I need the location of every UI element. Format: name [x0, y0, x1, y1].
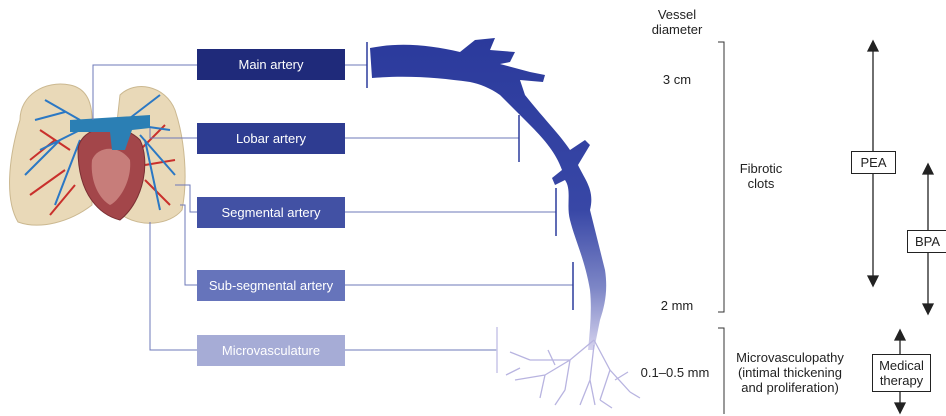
medical-therapy-line2: therapy: [880, 373, 923, 388]
label-subsegmental-artery: Sub-segmental artery: [197, 270, 345, 301]
label-main-artery: Main artery: [197, 49, 345, 80]
fibrotic-clots-label: Fibrotic clots: [730, 161, 792, 191]
medical-therapy-line1: Medical: [879, 358, 924, 373]
label-segmental-artery: Segmental artery: [197, 197, 345, 228]
scale-middle-value: 2 mm: [636, 298, 718, 313]
level-ticks: [367, 42, 573, 373]
bracket-fibrotic: [718, 42, 724, 312]
label-microvasculature: Microvasculature: [197, 335, 345, 366]
bracket-micro: [718, 328, 724, 414]
microvasculopathy-label: Microvasculopathy (intimal thickening an…: [728, 350, 852, 395]
medical-therapy-box: Medical therapy: [872, 354, 931, 392]
connector-micro: [150, 222, 197, 350]
fibrotic-line1: Fibrotic: [730, 161, 792, 176]
fibrotic-line2: clots: [730, 176, 792, 191]
vessel-tree: [370, 38, 640, 408]
scale-title-line1: Vessel: [636, 7, 718, 22]
diameter-brackets: [718, 42, 724, 414]
microvasculopathy-line3: and proliferation): [728, 380, 852, 395]
bpa-box: BPA: [907, 230, 946, 253]
scale-title-line2: diameter: [636, 22, 718, 37]
microvasculopathy-line1: Microvasculopathy: [728, 350, 852, 365]
scale-title: Vessel diameter: [636, 7, 718, 37]
microvasculopathy-line2: (intimal thickening: [728, 365, 852, 380]
label-lobar-artery: Lobar artery: [197, 123, 345, 154]
scale-bottom-value: 0.1–0.5 mm: [632, 365, 718, 380]
vessel-trunk: [370, 38, 606, 350]
scale-top-value: 3 cm: [636, 72, 718, 87]
connector-subsegmental: [180, 205, 197, 285]
pea-box: PEA: [851, 151, 896, 174]
lungs-heart-illustration: [10, 84, 186, 225]
microvessel-branches: [506, 340, 640, 408]
